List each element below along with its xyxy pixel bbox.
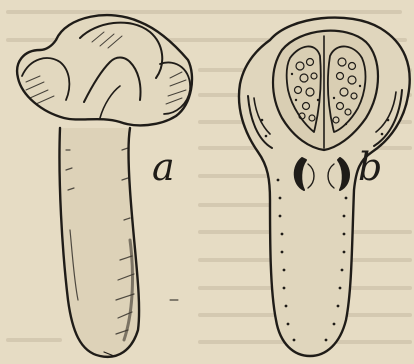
- figure-label-b: b: [358, 148, 382, 186]
- figure-label-a: a: [152, 148, 175, 186]
